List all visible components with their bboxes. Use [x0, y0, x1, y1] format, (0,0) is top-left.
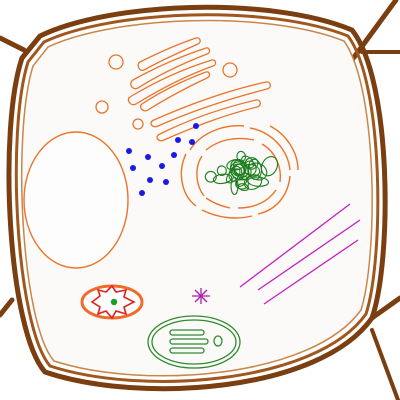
thylakoid-stack [169, 347, 205, 354]
ribosome [175, 137, 181, 143]
nuclear-envelope-segment [257, 175, 291, 215]
vesicle [95, 100, 109, 114]
ribosome [163, 179, 169, 185]
nuclear-envelope-inner [237, 189, 277, 209]
ribosome [147, 177, 153, 183]
golgi-cisterna-1 [137, 37, 201, 71]
ribosome [126, 148, 132, 154]
neighbor-wall-bottom-left [0, 297, 15, 318]
vesicle [132, 118, 144, 130]
thylakoid-stack [169, 329, 205, 336]
rough-er-fold [269, 125, 299, 171]
nuclear-envelope-segment [180, 153, 197, 207]
ribosome [159, 163, 165, 169]
vesicle [108, 54, 124, 70]
neighbor-wall-top-left [0, 35, 27, 53]
chromatin-loop [235, 178, 249, 190]
golgi-cisterna-5 [150, 81, 271, 128]
chloroplast-inner [151, 319, 237, 365]
chromatin-loop [216, 165, 227, 177]
chromatin-loop [247, 162, 268, 181]
chromatin-loop [212, 173, 233, 185]
chromatin-loop [241, 155, 255, 169]
chromatin-loop [247, 176, 270, 187]
cell-wall-outer [6, 4, 388, 392]
peroxisome-center [110, 298, 118, 306]
cell-wall-inner [14, 13, 380, 383]
ribosome [145, 154, 151, 160]
ribosome [189, 139, 195, 145]
peroxisome-icon [80, 284, 144, 320]
centrosome-icon [192, 288, 210, 304]
nucleus-icon [180, 125, 299, 219]
neighbor-wall-bottom-right [369, 295, 400, 321]
golgi-cisterna-2 [130, 47, 211, 90]
golgi-apparatus-icon [127, 37, 271, 142]
nuclear-envelope-inner [196, 155, 205, 197]
ribosome [130, 165, 136, 171]
thylakoid-stack [169, 338, 209, 345]
chromatin-loop [260, 156, 279, 177]
chromatin-icon [204, 150, 279, 196]
golgi-cisterna-3 [127, 59, 217, 106]
neighbor-wall-top-right [349, 0, 399, 63]
ribosome [193, 123, 199, 129]
chromatin-loop [237, 183, 250, 192]
neighbor-wall-bottom [370, 328, 400, 400]
nuclear-envelope-inner [205, 197, 231, 209]
microtubule [263, 239, 359, 305]
chromatin-loop [204, 170, 217, 183]
vacuole-icon [23, 131, 129, 269]
vesicle [222, 62, 238, 78]
ribosome [139, 190, 145, 196]
nuclear-envelope-inner [205, 137, 255, 151]
ribosome [171, 152, 177, 158]
ribosome-icon [126, 123, 199, 196]
nuclear-envelope-segment [189, 125, 245, 151]
microtubule [239, 203, 351, 288]
nuclear-envelope-segment [201, 209, 253, 219]
microtubule-icon [239, 203, 361, 305]
chloroplast-granum [213, 335, 223, 347]
golgi-cisterna-4 [139, 71, 211, 112]
chromatin-loop [228, 165, 243, 182]
chloroplast-outer [147, 315, 241, 369]
chloroplast-icon [147, 315, 241, 369]
microtubule [257, 219, 361, 291]
chromatin-loop [231, 163, 245, 177]
nuclear-envelope-segment [249, 127, 291, 171]
golgi-cisterna-6 [156, 99, 261, 142]
vesicle-icon [95, 54, 238, 130]
